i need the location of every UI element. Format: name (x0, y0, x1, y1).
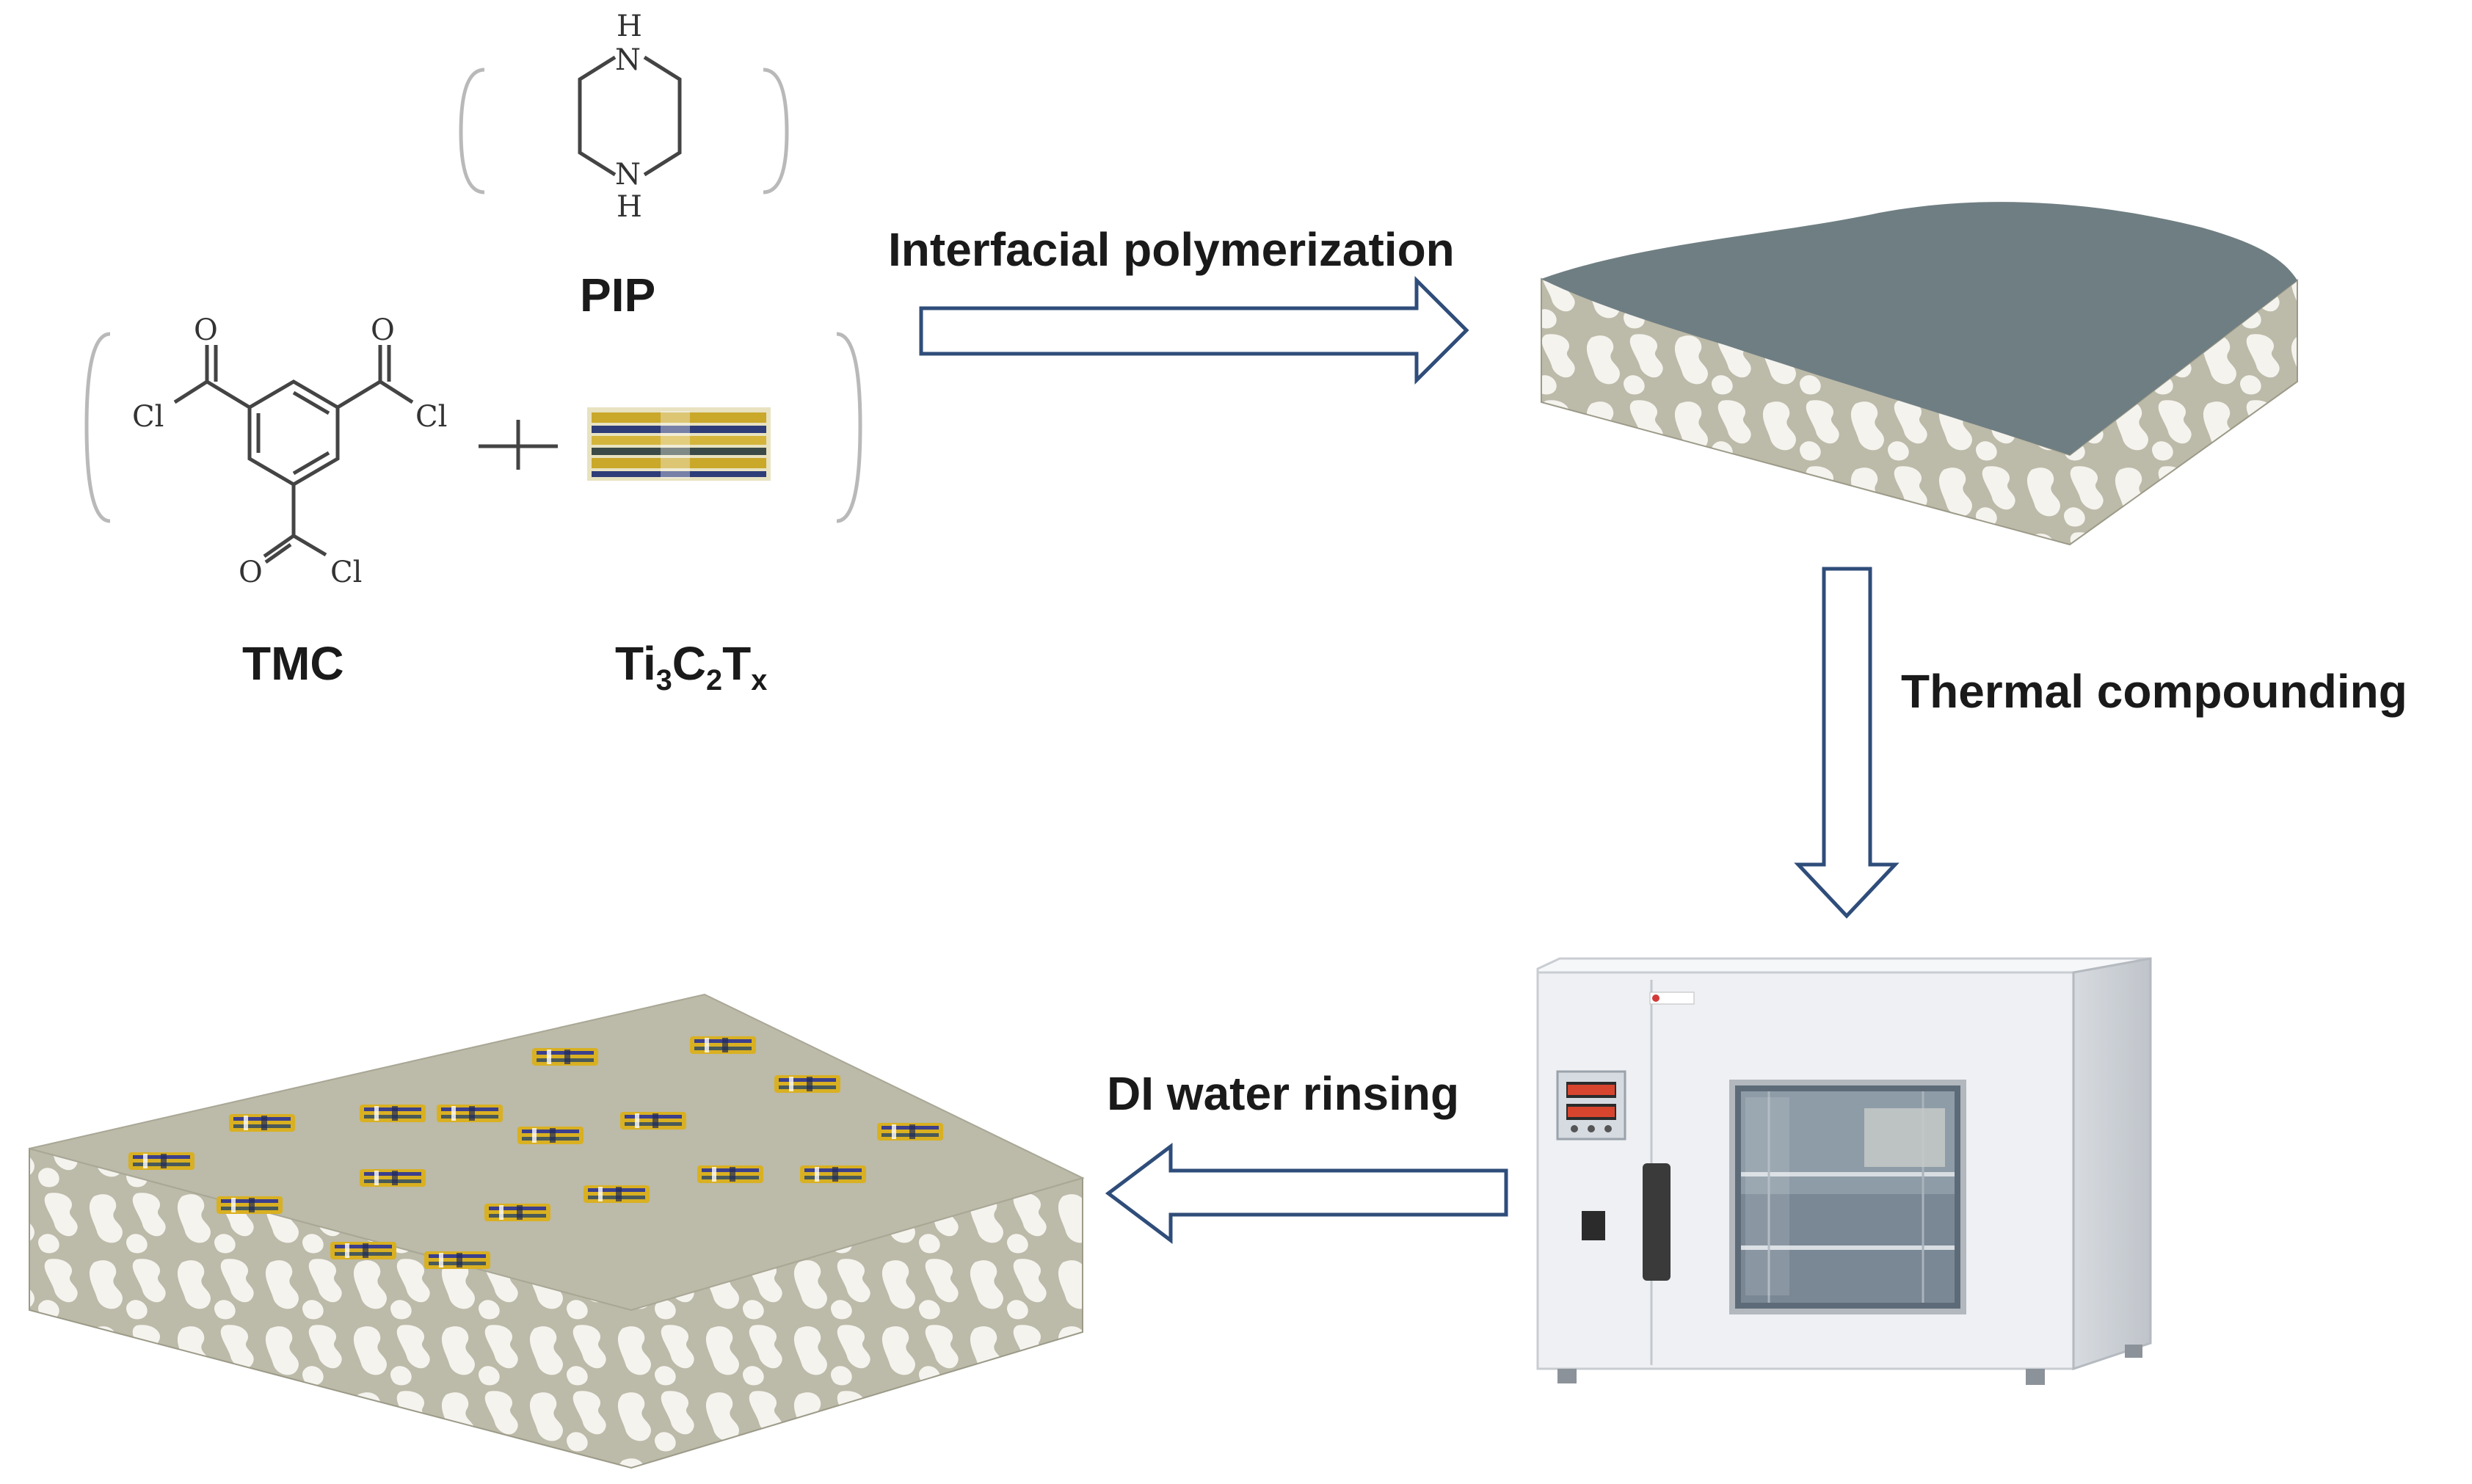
arrow-di-water-rinsing (1105, 1142, 1508, 1245)
tmc-o-left: O (194, 313, 218, 347)
tmc-o-right: O (371, 313, 395, 347)
pip-ring-right (643, 55, 682, 177)
pip-h-bottom: H (617, 190, 642, 224)
pip-bracket-right (763, 68, 789, 194)
benzene-ring (247, 379, 340, 487)
tmc-o-bottom: O (239, 556, 263, 589)
arrow-interfacial-polymerization (919, 275, 1469, 385)
step-di-water-rinsing-label: DI water rinsing (1107, 1067, 1460, 1120)
oven-door-handle (1643, 1163, 1671, 1281)
arrow-thermal-compounding (1794, 567, 1900, 919)
tmc-cl-left: Cl (132, 400, 164, 434)
pip-n-bottom: N (615, 158, 641, 192)
final-membrane (29, 993, 1085, 1469)
tmc-molecule (84, 332, 862, 564)
oven-power-switch (1582, 1211, 1605, 1240)
tmc-cl-right: Cl (415, 400, 448, 434)
mxene-label: Ti3C2Tx (615, 637, 768, 696)
polyamide-layer (1541, 202, 2297, 455)
coated-membrane (1541, 202, 2298, 546)
pip-n-top: N (615, 43, 641, 77)
mxene-stack-icon (587, 407, 771, 481)
pip-molecule (459, 55, 789, 194)
drying-oven (1536, 957, 2152, 1385)
oven-side (2072, 957, 2152, 1371)
pip-label: PIP (580, 269, 656, 321)
tmc-bracket-right (836, 332, 862, 523)
plus-sign (479, 420, 558, 470)
pip-bracket-left (459, 68, 485, 194)
pip-h-top: H (617, 10, 642, 43)
tmc-cl-bottom: Cl (330, 556, 363, 589)
pip-ring-left (578, 55, 617, 177)
step-interfacial-polymerization-label: Interfacial polymerization (888, 223, 1455, 276)
tmc-bracket-left (84, 332, 111, 523)
step-thermal-compounding-label: Thermal compounding (1901, 665, 2407, 718)
tmc-label: TMC (242, 637, 344, 690)
